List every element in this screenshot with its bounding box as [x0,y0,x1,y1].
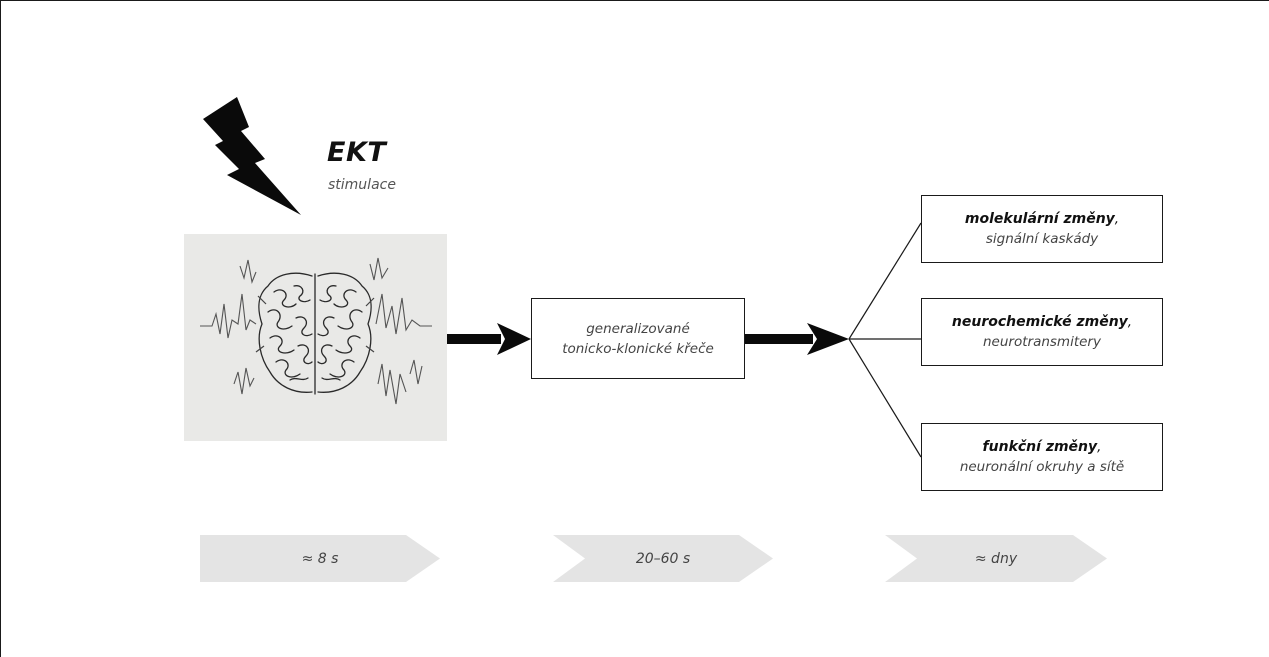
stimulus-subtitle: stimulace [328,177,396,193]
outcome-comma: , [1114,211,1120,227]
timeline-step-3: ≈ dny [885,535,1107,582]
timeline-label: 20–60 s [635,550,691,567]
brain-image [184,234,447,441]
seizure-box: generalizované tonicko-klonické křeče [531,298,745,379]
outcome-sub: signální kaskády [985,231,1099,247]
brain-illustration [200,257,432,405]
timeline-label: ≈ 8 s [301,550,339,567]
outcome-box-molecular: molekulární změny, signální kaskády [921,195,1163,263]
outcome-comma: , [1097,439,1102,455]
timeline-step-1: ≈ 8 s [200,535,440,582]
arrow-to-effects [745,323,849,355]
timeline-label: ≈ dny [974,550,1018,567]
outcome-head: neurochemické změny [951,314,1128,330]
seizure-line1: generalizované [586,320,690,337]
lightning-bolt-icon [203,97,301,215]
seizure-line2: tonicko-klonické křeče [562,340,714,357]
outcome-comma: , [1127,314,1133,330]
outcome-head: molekulární změny [964,211,1115,227]
timeline-step-2: 20–60 s [553,535,773,582]
arrow-to-seizure [447,323,531,355]
outcome-box-neurochemical: neurochemické změny, neurotransmitery [921,298,1163,366]
outcome-box-functional: funkční změny, neuronální okruhy a sítě [921,423,1163,491]
stimulus-title: EKT [327,137,387,168]
branch-lines [848,222,922,458]
outcome-sub: neuronální okruhy a sítě [959,459,1125,475]
outcome-sub: neurotransmitery [983,334,1101,350]
outcome-head: funkční změny [982,439,1098,455]
